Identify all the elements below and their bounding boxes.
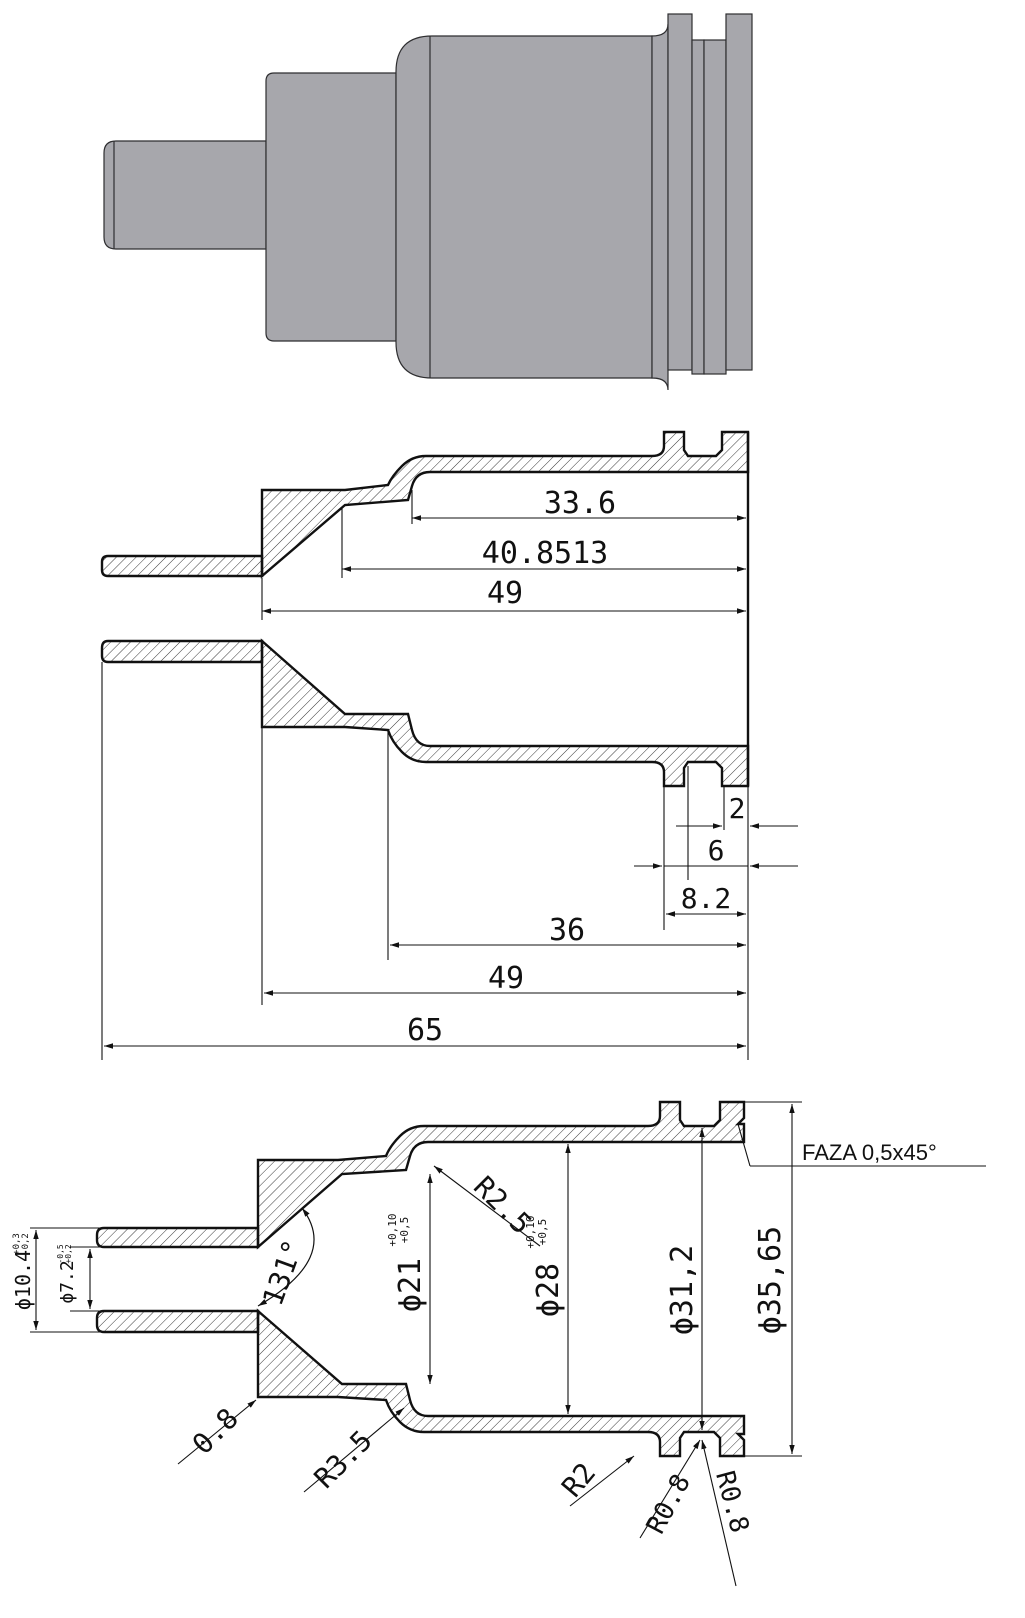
section-small-diameters: [30, 1227, 104, 1333]
dim-text-dia-21: ϕ21: [393, 1258, 428, 1312]
dim-text-dia-10-4: ϕ10.4: [11, 1250, 35, 1310]
dim-text-dia-28-tol-upper: +0,10: [524, 1215, 537, 1248]
dim-text-r-2: R2: [555, 1456, 602, 1503]
section-lower-cone-wall: [256, 1308, 746, 1458]
render-neck: [651, 23, 669, 391]
dim-text-dia-7-2-tol-lower: +0,2: [64, 1244, 73, 1263]
dim-text-dia-10-4-tol-lower: -0,2: [21, 1233, 31, 1255]
part-render: [103, 13, 753, 391]
dim-text-dia-28: ϕ28: [531, 1263, 566, 1317]
dim-text-dia-21-tol-upper: +0,10: [386, 1213, 399, 1246]
dim-text-dia-7-2-tol-upper: -0,5: [56, 1244, 65, 1263]
dim-text-49-bottom: 49: [488, 961, 524, 996]
section-small-diameter-texts: ϕ10.4 +0,3 -0,2 ϕ7.2 -0,5 +0,2: [11, 1233, 78, 1310]
dim-text-49-top: 49: [487, 576, 523, 611]
dim-text-2: 2: [729, 792, 746, 825]
side-lower-cone-wall: [260, 638, 750, 788]
dim-text-dia-21-tol-lower: +0,5: [398, 1217, 411, 1244]
render-groove-2: [703, 39, 727, 375]
section-upper-shaft-wall: [95, 1226, 260, 1249]
side-view: 33.6 40.8513 49 2 6 8.2 36 49 65: [100, 430, 798, 1060]
render-flange-2: [725, 13, 753, 371]
dim-text-40-8513: 40.8513: [482, 536, 608, 571]
side-upper-shaft-wall: [100, 554, 264, 578]
section-lower-shaft-wall: [95, 1309, 260, 1334]
side-upper-cone-wall: [260, 430, 750, 579]
section-diameter-texts: ϕ21 +0,10 +0,5 ϕ28 +0,10 +0,5 ϕ31,2 ϕ35,…: [386, 1140, 937, 1335]
dim-text-36: 36: [549, 913, 585, 948]
section-view: ϕ10.4 +0,3 -0,2 ϕ7.2 -0,5 +0,2 131° ϕ21 …: [11, 1100, 986, 1587]
section-radius-leaders: [177, 1165, 737, 1587]
render-step: [265, 72, 397, 342]
dim-text-r-3-5: R3.5: [308, 1424, 379, 1495]
chamfer-note: FAZA 0,5x45°: [802, 1140, 937, 1165]
dim-text-33-6: 33.6: [544, 486, 616, 521]
section-diameter-lines: [427, 1101, 986, 1457]
render-shaft: [103, 140, 267, 250]
side-dimension-texts: 33.6 40.8513 49 2 6 8.2 36 49 65: [407, 486, 745, 1048]
dim-text-angle: 131°: [256, 1235, 310, 1310]
dim-text-6: 6: [708, 834, 725, 867]
render-groove: [691, 39, 705, 375]
dim-text-0-8: 0.8: [186, 1402, 245, 1461]
dim-text-65: 65: [407, 1013, 443, 1048]
dim-text-dia-35-65: ϕ35,65: [753, 1226, 788, 1334]
section-upper-cone-wall: [256, 1100, 746, 1250]
dim-text-dia-7-2: ϕ7.2: [57, 1260, 78, 1303]
render-flange-1: [667, 13, 693, 371]
dim-text-dia-31-2: ϕ31,2: [665, 1245, 700, 1335]
render-body: [395, 35, 653, 379]
dim-text-dia-10-4-tol-upper: +0,3: [12, 1233, 22, 1255]
dim-text-dia-28-tol-lower: +0,5: [536, 1219, 549, 1246]
side-dimension-lines: [104, 515, 798, 1049]
side-lower-shaft-wall: [100, 639, 264, 664]
dim-text-8-2: 8.2: [681, 882, 732, 915]
angle-arc: [257, 1207, 315, 1307]
dim-text-r-0-8-left: R0.8: [641, 1470, 697, 1539]
